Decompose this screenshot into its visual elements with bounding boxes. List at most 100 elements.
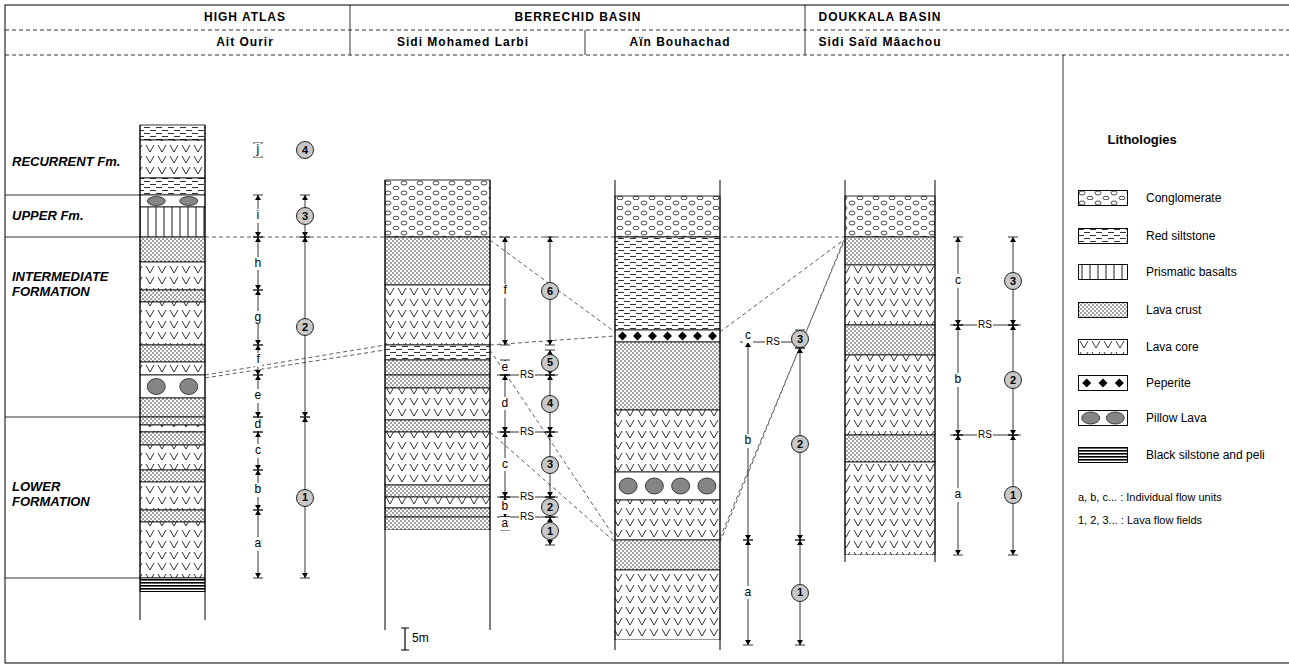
legend-item: Lava core [1078,339,1199,355]
node-text: 4 [547,398,553,409]
formation-label: UPPER Fm. [12,209,136,224]
layer-ground [615,330,720,342]
node-text: HIGH ATLAS [204,11,286,23]
lithology-fill [140,482,205,510]
layer-ground [845,355,935,435]
section-header: Sidi Saïd Mâachou [805,31,955,53]
layer-outline [615,410,720,472]
layer-outline [615,570,720,640]
lithology-fill [385,180,490,237]
section-header: Ait Ourir [170,31,320,53]
scale-bar [404,628,405,650]
bracket-arrowhead [547,540,553,545]
layer-ground [140,470,205,482]
lithology-fill [615,196,720,237]
bracket-arrowhead [302,232,308,237]
bracket-arrowhead [547,237,553,242]
bracket-arrowhead [745,640,751,645]
bracket-arrowhead [797,540,803,545]
layer-outline [140,432,205,445]
layer-outline [385,485,490,497]
node-text: Ait Ourir [216,36,274,48]
range-bracket [743,342,753,540]
layer-ground [140,262,205,290]
layer-outline [385,420,490,432]
node-text: Sidi Mohamed Larbi [397,36,529,48]
correlation-line [490,240,615,332]
pillow-symbol [147,379,165,395]
pillow-symbol [180,379,198,395]
bracket-arrowhead [955,550,961,555]
pillow-symbol [147,197,165,206]
layer-outline [845,180,935,196]
flow-unit-letter: a [953,488,964,502]
swatch-border [1079,448,1128,463]
layer-ground [1079,265,1128,280]
layer-ground [140,432,205,445]
pillow-symbol [180,197,198,206]
layer-ground [845,555,935,562]
table-rule [5,578,140,579]
layer-outline [140,578,205,592]
layer-outline [140,262,205,290]
flow-field-number: 2 [1004,371,1022,389]
layer-ground [615,472,720,500]
legend-item: Peperite [1078,375,1191,391]
figure-frame [5,5,1289,663]
lithology-fill [1079,191,1128,206]
correlation-line [205,350,385,378]
legend-text: Conglomerate [1146,191,1221,205]
layer-ground [615,180,720,196]
legend-item: Red siltstone [1078,228,1215,244]
layer-ground [140,578,205,592]
bracket-arrowhead [255,195,261,200]
node-text: 5 [547,357,553,368]
layer-outline [1079,191,1128,206]
flow-unit-letter: c [253,444,263,458]
layer-outline [1079,303,1128,318]
range-bracket [500,497,510,517]
layer-ground [140,345,205,362]
range-bracket [253,510,263,578]
layer-ground [385,180,490,237]
lithology-fill [140,345,205,362]
flow-unit-letter: a [500,517,511,531]
lithology-fill [140,522,205,578]
peperite-symbol [648,332,657,341]
flow-field-number: 1 [791,584,809,602]
flow-field-number: 3 [791,330,809,348]
layer-ground [845,462,935,555]
lithology-fill [140,510,205,522]
layer-ground [140,398,205,417]
layer-outline [140,290,205,302]
layer-outline [615,540,720,570]
node-text: 1 [1010,490,1016,501]
bracket-arrowhead [797,640,803,645]
lithology-fill [1079,229,1128,244]
flow-field-number: 4 [541,395,559,413]
layer-outline [1079,229,1128,244]
bracket-arrowhead [255,573,261,578]
range-bracket [253,345,263,375]
peperite-symbol [1115,379,1124,388]
legend-text: Lava core [1146,340,1199,354]
swatch-border [1079,340,1128,355]
bracket-arrowhead [955,237,961,242]
correlation-line [490,432,615,542]
layer-ground [385,517,490,530]
layer-outline [385,375,490,388]
layer-ground [1079,303,1128,318]
layer-ground [140,425,205,432]
correlation-line [490,350,615,538]
formation-label: RECURRENT Fm. [12,155,136,170]
layer-outline [140,375,205,398]
peperite-symbol [663,332,672,341]
layer-ground [845,265,935,325]
node-text: BERRECHID BASIN [514,11,641,23]
formation-label: LOWER FORMATION [12,480,116,510]
lithology-fill [140,262,205,290]
lithology-fill [845,355,935,435]
node-text: 2 [302,322,308,333]
